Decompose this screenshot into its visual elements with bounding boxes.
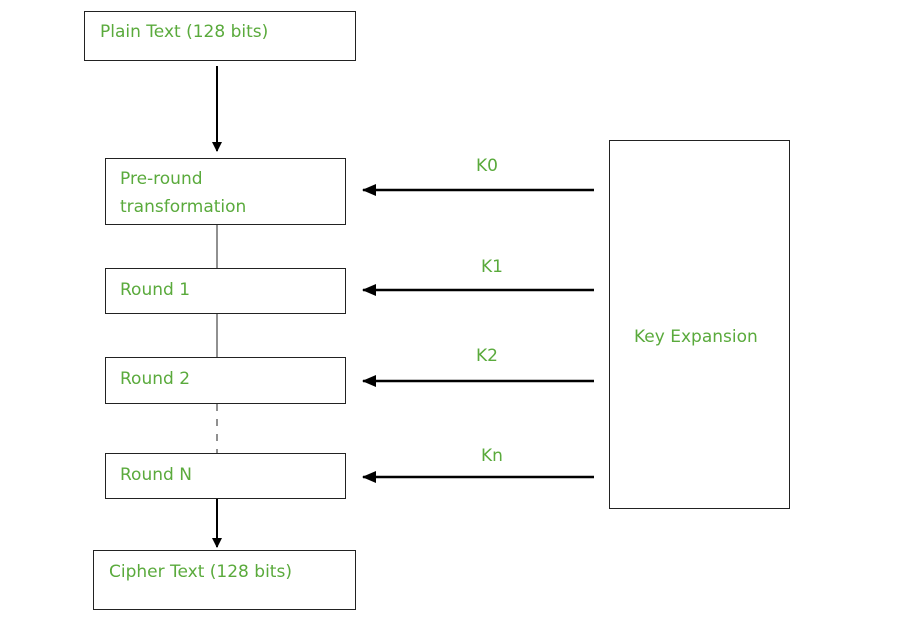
key-label-kn: Kn	[481, 446, 503, 466]
preround-label-line2: transformation	[120, 197, 247, 217]
key-label-k0: K0	[476, 156, 498, 176]
preround-box	[105, 158, 346, 225]
roundn-label: Round N	[120, 465, 192, 485]
round1-box	[105, 268, 346, 314]
key-expansion-box	[609, 140, 790, 509]
round2-box	[105, 357, 346, 404]
key-expansion-label: Key Expansion	[634, 327, 758, 347]
roundn-box	[105, 453, 346, 499]
round1-label: Round 1	[120, 280, 191, 300]
key-label-k2: K2	[476, 346, 498, 366]
plaintext-box	[84, 11, 356, 61]
preround-label-line1: Pre-round	[120, 169, 203, 189]
round2-label: Round 2	[120, 369, 191, 389]
ciphertext-box	[93, 550, 356, 610]
plaintext-label: Plain Text (128 bits)	[100, 22, 269, 42]
ciphertext-label: Cipher Text (128 bits)	[109, 562, 292, 582]
key-label-k1: K1	[481, 257, 503, 277]
